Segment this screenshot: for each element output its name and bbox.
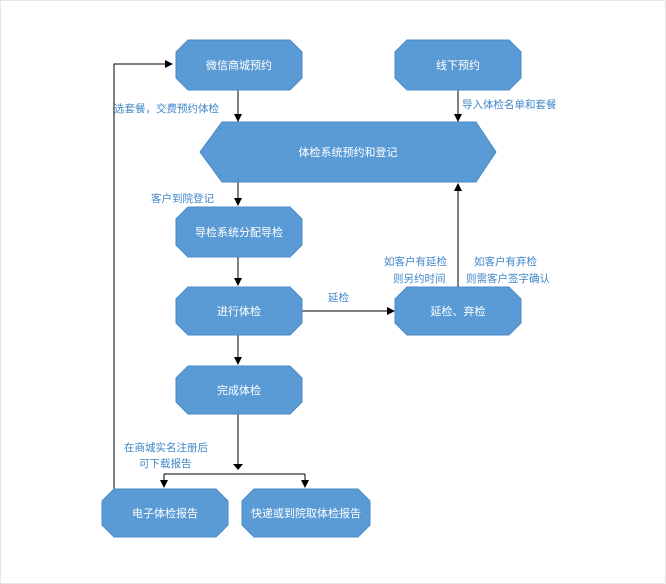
label-delay-note-2: 则另约时间 — [393, 272, 446, 285]
node-done-label: 完成体检 — [217, 383, 261, 397]
node-done — [175, 365, 303, 415]
label-delay-edge: 延检 — [328, 291, 349, 304]
label-select-package: 选套餐，交费预约体检 — [114, 102, 219, 115]
edges — [113, 60, 462, 492]
edge-ereport-wechat — [113, 60, 173, 492]
node-ereport-label: 电子体检报告 — [132, 506, 198, 520]
node-express-label: 快递或到院取体检报告 — [251, 506, 361, 520]
node-wechat — [175, 39, 303, 91]
label-abandon-note-1: 如客户有弃检 — [474, 255, 537, 268]
node-exam — [175, 286, 303, 336]
label-realname-1: 在商城实名注册后 — [124, 441, 208, 454]
label-import-list: 导入体检名单和套餐 — [462, 98, 557, 111]
node-ereport — [101, 488, 229, 538]
edge-done-split-arrowhead — [233, 464, 243, 470]
node-express — [241, 488, 371, 538]
node-delay — [394, 286, 522, 336]
node-guide-label: 导检系统分配导检 — [195, 225, 283, 239]
node-guide — [175, 206, 303, 258]
node-exam-label: 进行体检 — [217, 304, 261, 318]
label-delay-note-1: 如客户有延检 — [384, 255, 447, 268]
label-realname-2: 可下载报告 — [139, 457, 192, 470]
node-offline — [394, 39, 522, 91]
label-abandon-note-2: 则需客户签字确认 — [466, 272, 550, 285]
label-arrive-register: 客户到院登记 — [151, 192, 214, 205]
node-delay-label: 延检、弃检 — [431, 304, 486, 318]
node-offline-label: 线下预约 — [436, 58, 480, 72]
node-wechat-label: 微信商城预约 — [206, 58, 272, 72]
node-system-label: 体检系统预约和登记 — [299, 145, 398, 159]
node-system — [199, 121, 497, 183]
